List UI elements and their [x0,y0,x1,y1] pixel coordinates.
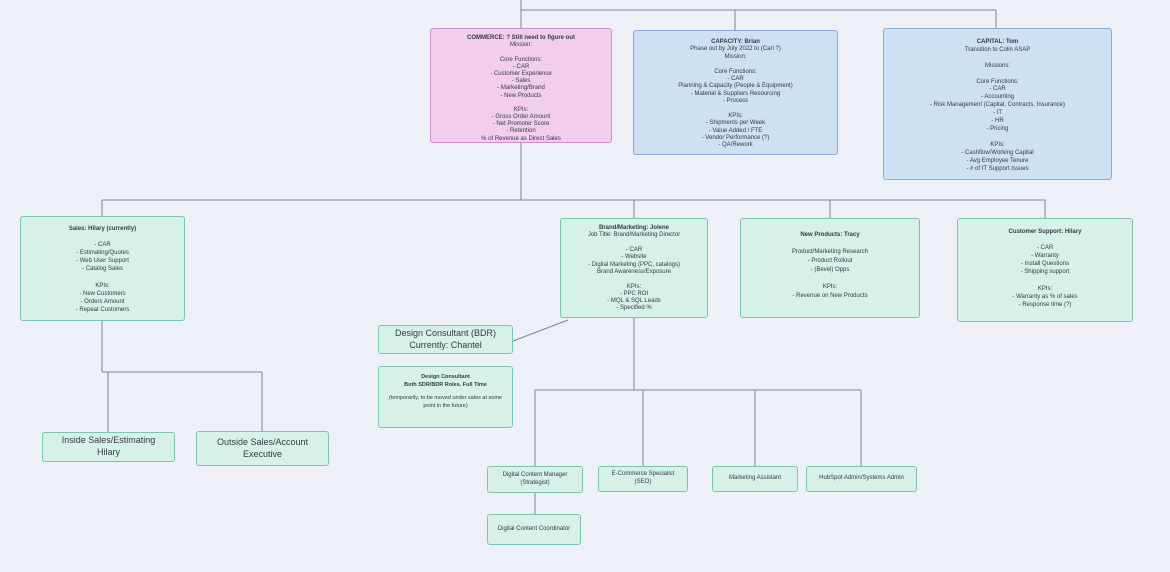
capital-body: Transition to Colin ASAP Missions: Core … [929,46,1066,172]
hubspot-admin-label: HubSpot Admin/Systems Admin [819,475,904,482]
org-box-ecommerce-specialist[interactable]: E-Commerce Specialist (SEO) [598,466,688,492]
org-box-design-consultant-note[interactable]: Design Consultant Both SDR/BDR Roles. Fu… [378,366,513,428]
capacity-title: CAPACITY: Brian [711,39,760,45]
org-box-digital-content-coordinator[interactable]: Digital Content Coordinator [487,514,581,545]
sales-body: - CAR - Estimating/Quotes - Web User Sup… [75,242,130,313]
customer-support-title: Customer Support: Hilary [1008,229,1082,235]
outside-sales-label: Outside Sales/Account Executive [216,436,309,459]
digital-content-manager-label: Digital Content Manager (Strategist) [502,471,568,486]
capital-title: CAPITAL: Tom [976,39,1019,45]
inside-sales-label: Inside Sales/Estimating Hilary [61,435,156,457]
org-box-inside-sales[interactable]: Inside Sales/Estimating Hilary [42,432,175,462]
design-consultant-note-sub: (temporarily, to be moved under sales at… [388,395,502,410]
capacity-body: Phase out by July 2022 to (Carl ?) Missi… [678,46,793,149]
org-box-digital-content-manager[interactable]: Digital Content Manager (Strategist) [487,466,583,493]
ecommerce-specialist-label: E-Commerce Specialist (SEO) [611,471,675,485]
org-box-capital[interactable]: CAPITAL: Tom Transition to Colin ASAP Mi… [883,28,1112,180]
org-box-brand-marketing[interactable]: Brand/Marketing: Jolene Job Title: Brand… [560,218,708,318]
new-products-body: Product/Marketing Research - Product Rol… [791,249,869,299]
org-box-hubspot-admin[interactable]: HubSpot Admin/Systems Admin [806,466,917,492]
org-box-design-consultant-bdr[interactable]: Design Consultant (BDR) Currently: Chant… [378,325,513,354]
org-box-sales[interactable]: Sales: Hilary (currently) - CAR - Estima… [20,216,185,321]
org-box-new-products[interactable]: New Products: Tracy Product/Marketing Re… [740,218,920,318]
new-products-title: New Products: Tracy [800,232,860,238]
org-box-marketing-assistant[interactable]: Marketing Assistant [712,466,798,492]
brand-marketing-title: Brand/Marketing: Jolene [598,225,669,231]
customer-support-body: - CAR - Warranty - Install Questions - S… [1012,245,1078,308]
commerce-title: COMMERCE: ? Still need to figure out [467,35,575,41]
org-box-commerce[interactable]: COMMERCE: ? Still need to figure out Mis… [430,28,612,143]
design-consultant-bdr-label: Design Consultant (BDR) Currently: Chant… [394,327,497,350]
marketing-assistant-label: Marketing Assistant [728,475,782,482]
org-box-capacity[interactable]: CAPACITY: Brian Phase out by July 2022 t… [633,30,838,155]
commerce-body: Mission: Core Functions: - CAR - Custome… [481,42,561,142]
org-box-outside-sales[interactable]: Outside Sales/Account Executive [196,431,329,466]
brand-marketing-body: Job Title: Brand/Marketing Director - CA… [587,232,681,312]
digital-content-coordinator-label: Digital Content Coordinator [497,525,571,532]
sales-title: Sales: Hilary (currently) [68,226,137,232]
org-box-customer-support[interactable]: Customer Support: Hilary - CAR - Warrant… [957,218,1133,322]
design-consultant-note-head: Design Consultant Both SDR/BDR Roles. Fu… [404,374,487,388]
